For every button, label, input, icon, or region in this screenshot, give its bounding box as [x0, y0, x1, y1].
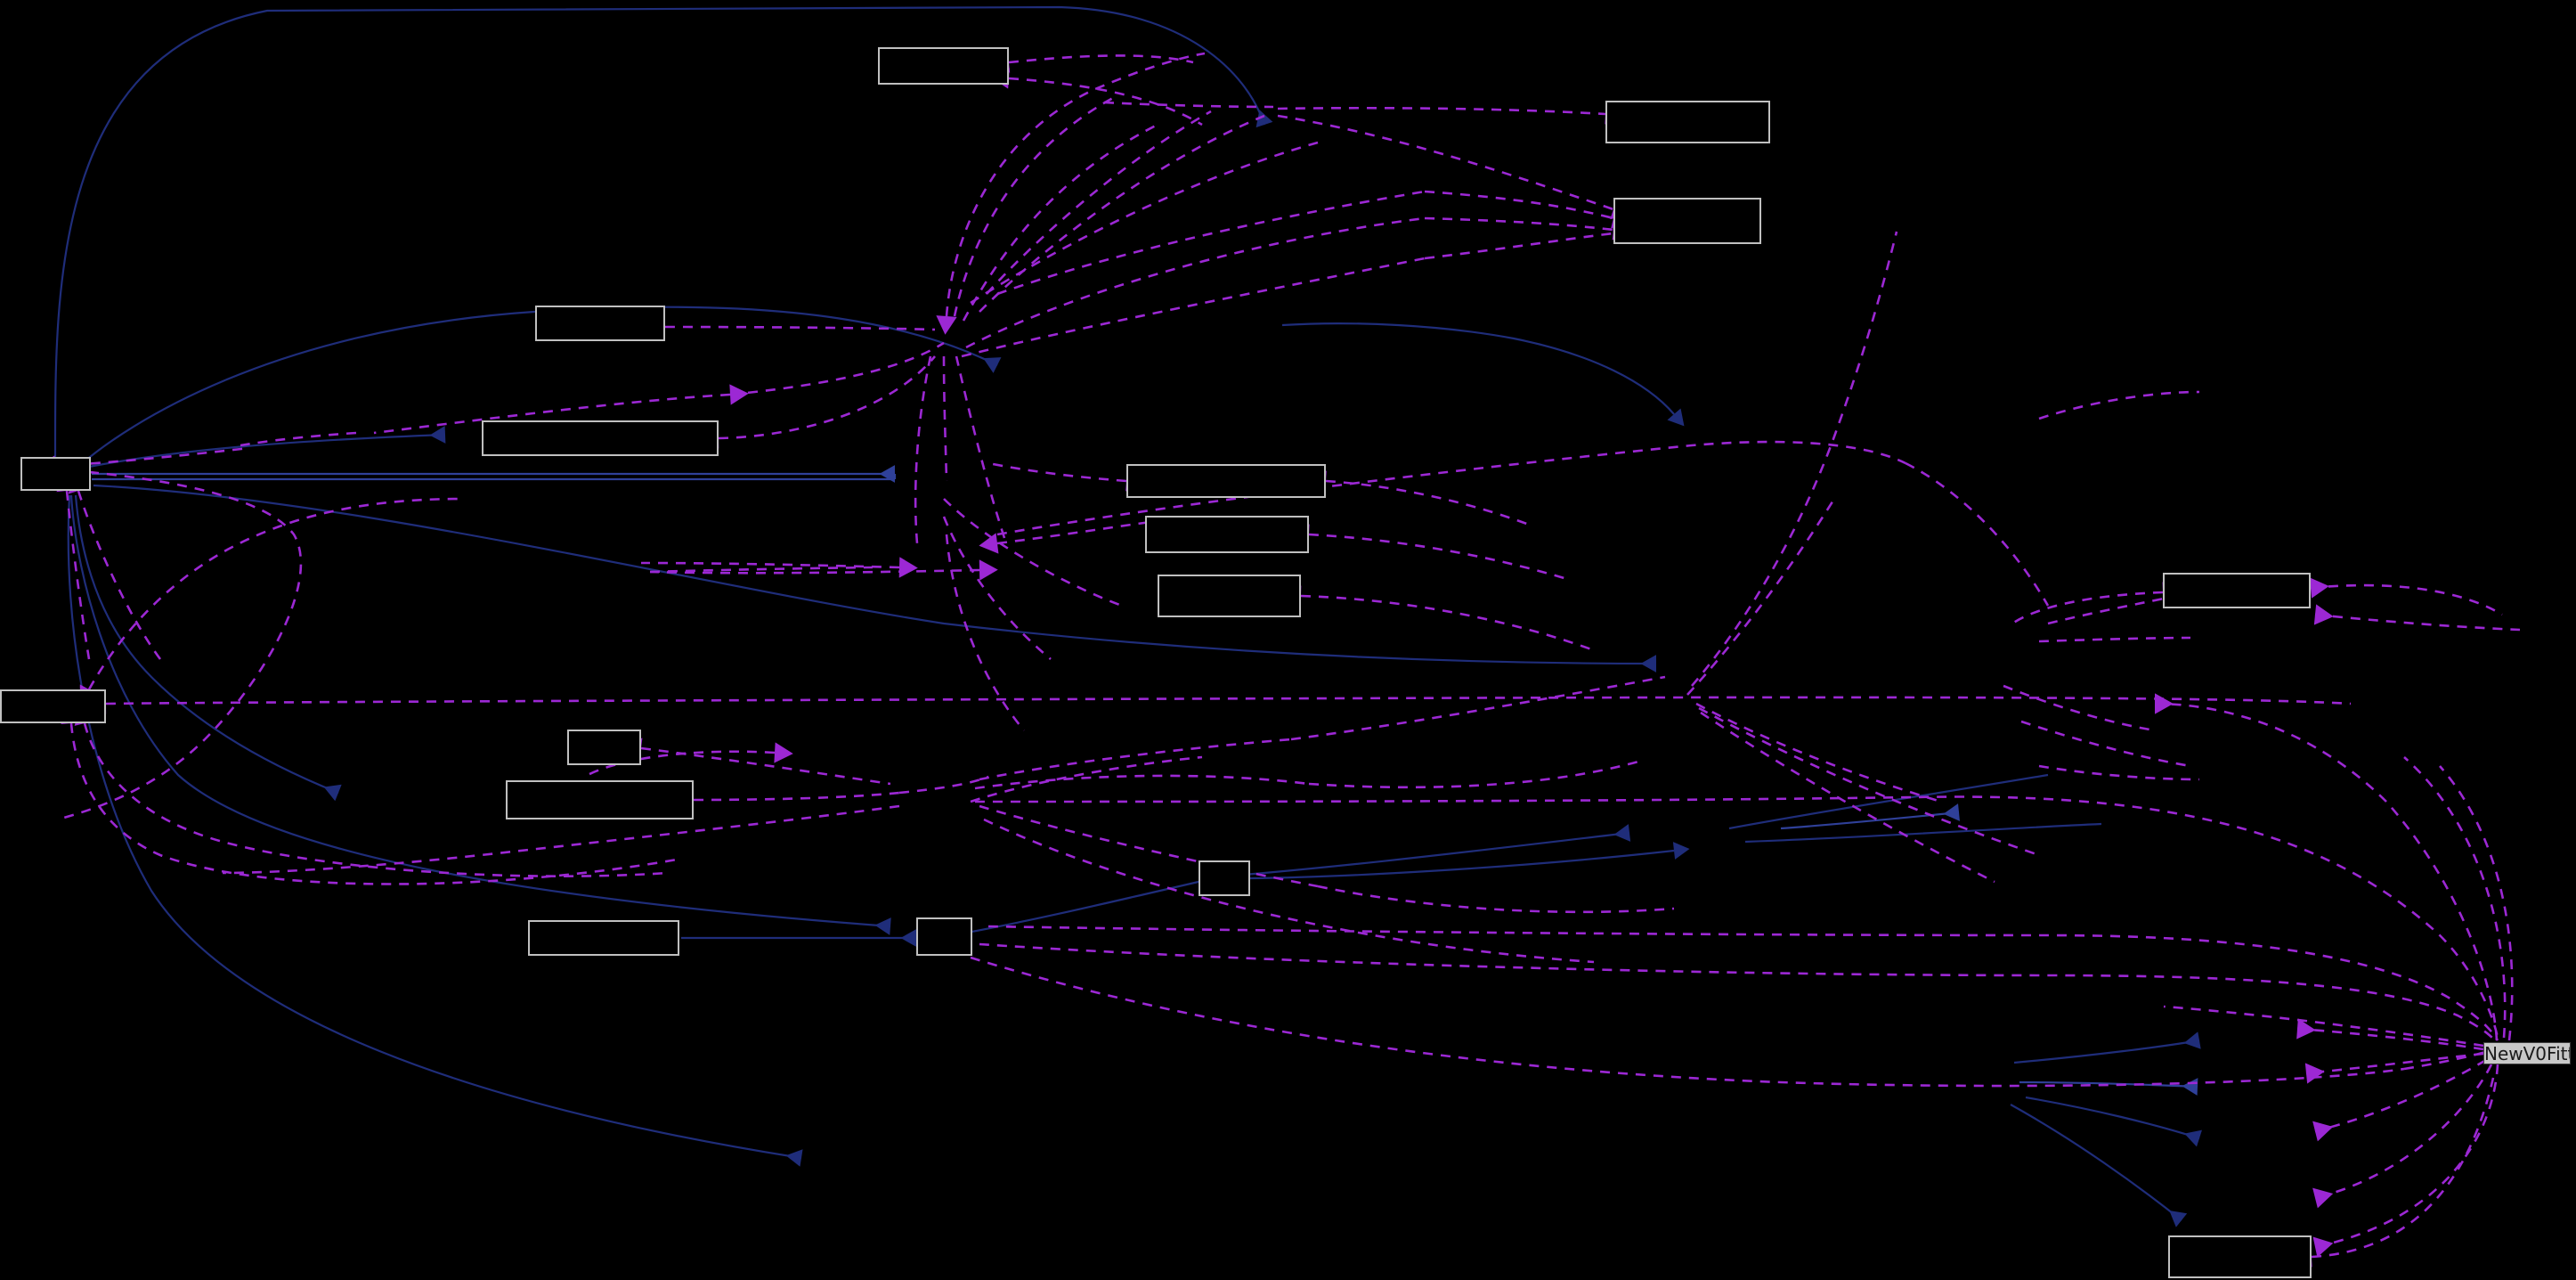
graph-node[interactable] — [878, 47, 1009, 85]
graph-node[interactable] — [1199, 860, 1250, 896]
graph-node[interactable] — [567, 730, 641, 765]
graph-node[interactable] — [1145, 516, 1309, 553]
graph-node[interactable] — [1605, 101, 1770, 143]
graph-node[interactable] — [2168, 1235, 2312, 1278]
graph-node[interactable] — [0, 689, 106, 723]
node-label: NewV0Fitter — [2484, 1043, 2570, 1064]
graph-node[interactable] — [528, 920, 679, 956]
graph-node[interactable] — [1126, 464, 1326, 498]
graph-node[interactable] — [506, 780, 694, 819]
graph-node[interactable] — [1158, 575, 1301, 617]
graph-node[interactable] — [20, 457, 91, 491]
graph-node-newv0fitter[interactable]: NewV0Fitter — [2483, 1042, 2571, 1064]
graph-node[interactable] — [1613, 198, 1761, 244]
graph-node[interactable] — [916, 917, 972, 956]
graph-node[interactable] — [482, 420, 719, 456]
graph-node[interactable] — [2163, 573, 2311, 608]
graph-node[interactable] — [535, 306, 665, 341]
